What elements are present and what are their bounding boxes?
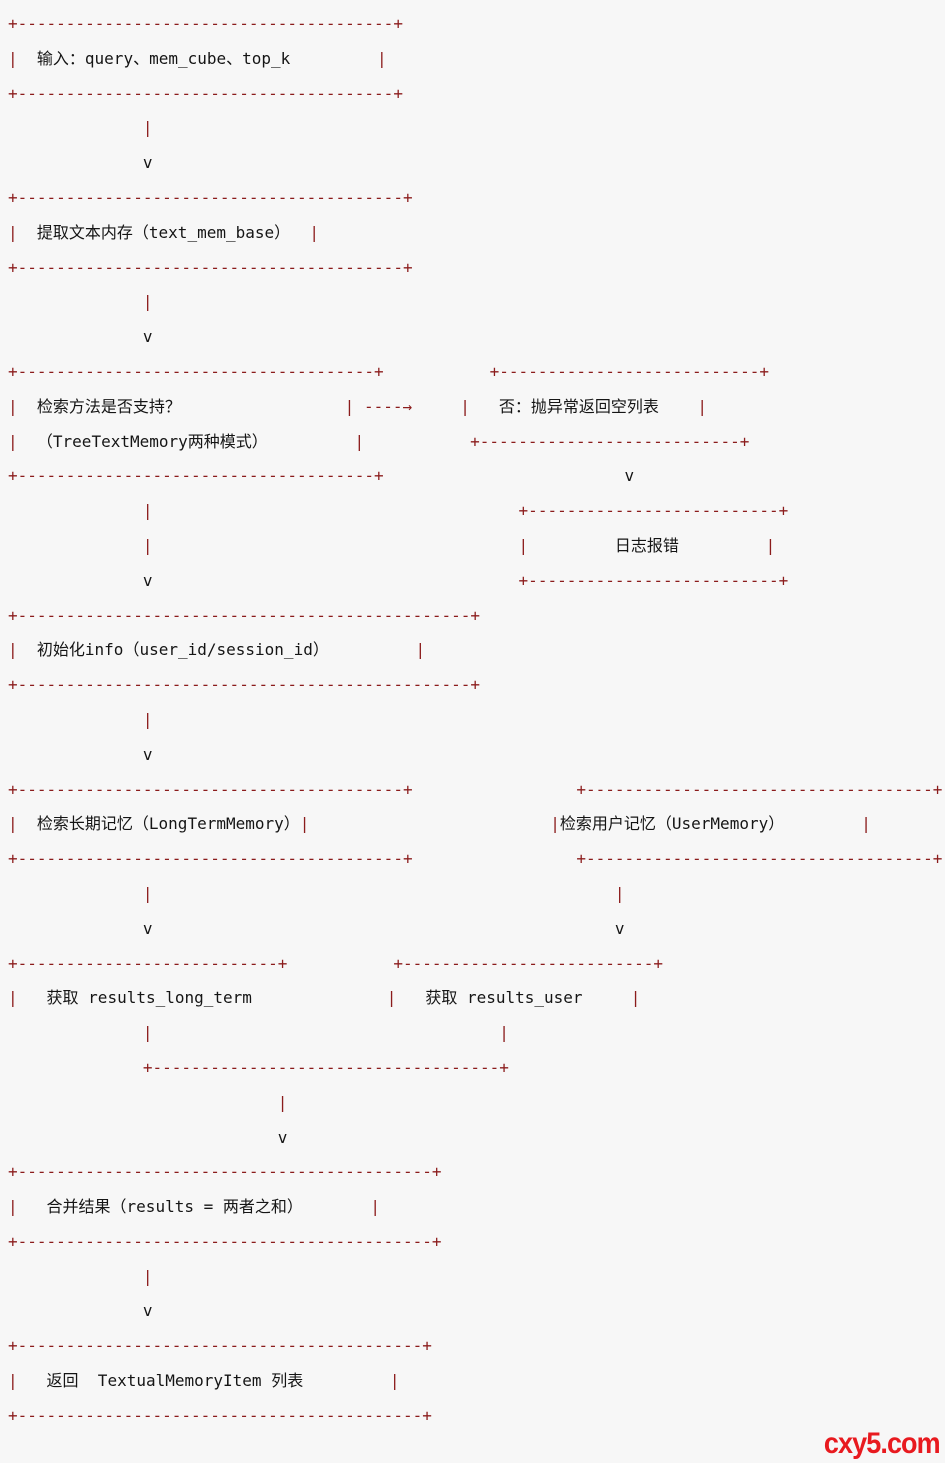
watermark-cxy5: cxy5.com: [824, 1427, 941, 1460]
